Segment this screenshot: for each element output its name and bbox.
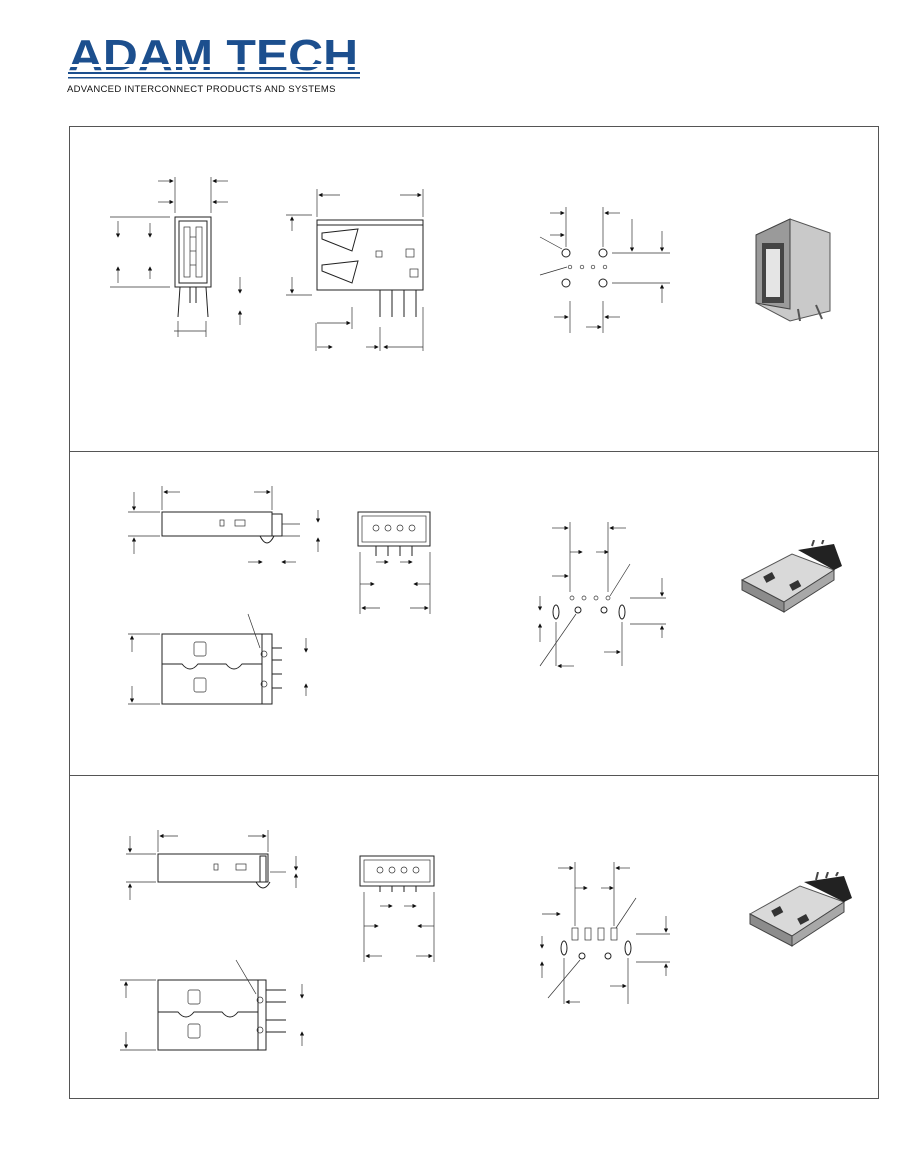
plug-drawings xyxy=(128,486,666,705)
plug-smt-pcb-layout xyxy=(539,862,670,1005)
receptacle-side-view xyxy=(286,189,424,351)
receptacle-pcb-layout xyxy=(539,207,670,333)
usb-a-plug-smt-photo xyxy=(748,872,852,947)
tagline: ADVANCED INTERCONNECT PRODUCTS AND SYSTE… xyxy=(67,84,336,95)
plug-side-view xyxy=(128,486,321,565)
logo-stripe-upper xyxy=(68,64,360,67)
logo-underline xyxy=(68,77,360,79)
panel-usb-a-plug xyxy=(69,451,879,776)
logo-stripe-lower xyxy=(68,72,360,74)
usb-a-plug-photo xyxy=(740,540,842,613)
receptacle-drawings xyxy=(110,177,670,351)
receptacle-front-view xyxy=(110,177,243,337)
plug-top-view xyxy=(128,613,309,705)
logo-text: ADAM TECH xyxy=(68,31,358,80)
panel-usb-a-receptacle xyxy=(69,126,879,452)
plug-smt-side-view xyxy=(126,830,299,900)
usb-a-receptacle-photo xyxy=(755,218,831,322)
plug-smt-front-view xyxy=(359,855,435,962)
plug-front-view xyxy=(357,511,431,614)
panel-usb-a-plug-smt xyxy=(69,775,879,1099)
plug-smt-drawings xyxy=(120,830,670,1051)
plug-smt-top-view xyxy=(120,959,305,1051)
adam-tech-logo: ADAM TECH xyxy=(68,31,360,80)
plug-pcb-layout xyxy=(537,522,666,669)
